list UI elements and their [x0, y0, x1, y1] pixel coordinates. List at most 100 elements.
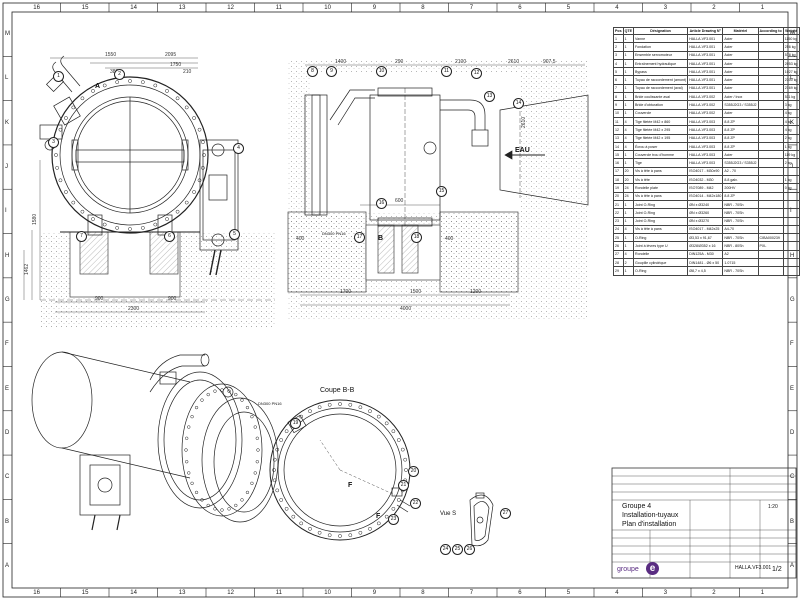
parts-cell: [757, 199, 784, 210]
parts-cell: 1: [622, 108, 635, 118]
parts-cell: [757, 125, 784, 135]
parts-cell: HALLA.VF3.002: [687, 92, 724, 102]
parts-cell: Acier: [722, 58, 759, 69]
parts-cell: HALLA.VF3.001: [687, 33, 724, 44]
parts-cell: 20: [622, 175, 635, 185]
svg-text:DN300 PN16: DN300 PN16: [258, 401, 282, 406]
parts-cell: NBR - 70Sh: [722, 216, 759, 226]
detail-view-title: Vue S: [440, 511, 456, 517]
parts-cell: [757, 116, 784, 127]
part-balloon: 18: [411, 232, 422, 243]
zone-col-label: 6: [518, 590, 522, 596]
svg-text:1700: 1700: [340, 289, 351, 295]
parts-cell: 4: [622, 141, 635, 152]
side-view-labels: 1400 290 2100 2610 907,5 2610 600 400 40…: [296, 59, 556, 312]
zone-col-label: 12: [227, 5, 234, 11]
parts-cell: 1027 kg: [782, 67, 800, 77]
zone-col-label: 6: [518, 5, 522, 11]
part-balloon: 14: [513, 98, 524, 109]
parts-cell: Couvercle: [632, 108, 689, 118]
section-bolt-circle: [272, 402, 408, 538]
zone-col-label: 2: [712, 590, 716, 596]
parts-cell: 9: [613, 100, 624, 110]
parts-cell: 4 kg: [782, 125, 800, 135]
parts-cell: 4 kg: [782, 108, 800, 118]
parts-cell: HALLA.VF3.001: [687, 67, 724, 77]
title-line-3: Plan d'installation: [622, 521, 677, 528]
parts-cell: [757, 33, 784, 44]
parts-cell: Tige filetée M42 x 860: [632, 116, 689, 127]
parts-cell: HALLA.VF3.003: [687, 133, 724, 143]
parts-cell: 15: [613, 150, 624, 160]
parts-cell: 0 kg: [782, 183, 800, 193]
parts-cell: 1: [622, 33, 635, 44]
drawing-number: HALLA.VF3.001: [735, 565, 772, 571]
parts-cell: Fondation: [632, 42, 689, 52]
parts-cell: [757, 100, 784, 110]
parts-cell: 2 kg: [782, 158, 800, 168]
parts-cell: 11: [613, 116, 624, 127]
parts-cell: 3 kg: [782, 100, 800, 110]
title-line-2: Installation-tuyaux: [622, 512, 679, 519]
parts-cell: [782, 216, 800, 226]
parts-cell: 4 kg: [782, 116, 800, 127]
parts-cell: 1: [622, 67, 635, 77]
parts-cell: [757, 58, 784, 69]
parts-cell: Entraînement hydraulique: [632, 58, 689, 69]
part-balloon: 9: [326, 66, 337, 77]
parts-cell: [757, 108, 784, 118]
zone-col-label: 3: [663, 590, 668, 596]
part-balloon: 11: [441, 66, 452, 77]
parts-cell: 1: [622, 199, 635, 210]
parts-cell: 2 kg: [782, 133, 800, 143]
parts-cell: [757, 133, 784, 143]
parts-column-header: QTE: [622, 27, 635, 35]
parts-cell: [782, 199, 800, 210]
parts-cell: 20: [613, 191, 624, 201]
zone-col-label: 9: [372, 5, 377, 11]
part-balloon: 21: [398, 480, 409, 491]
parts-cell: Tige filetée M42 x 195: [632, 133, 689, 143]
parts-cell: 13: [613, 133, 624, 143]
parts-cell: [782, 191, 800, 201]
zone-col-label: 13: [178, 5, 186, 11]
parts-cell: DIN1481 - Ø6 x 50: [687, 257, 724, 268]
zone-row-label: B: [790, 518, 795, 525]
svg-text:1750: 1750: [170, 62, 181, 68]
zone-row-label: D: [5, 429, 10, 436]
parts-cell: 23: [613, 216, 624, 226]
parts-cell: HALLA.VF3.001: [687, 42, 724, 52]
parts-cell: ØN x Ø3270: [687, 216, 724, 226]
svg-text:4000: 4000: [400, 306, 411, 312]
parts-cell: [757, 249, 784, 260]
part-balloon: 12: [471, 68, 482, 79]
parts-cell: 1: [622, 75, 635, 85]
parts-cell: 1: [622, 150, 635, 160]
title-line-1: Groupe 4: [622, 503, 652, 510]
parts-cell: 1.0715: [722, 257, 759, 268]
parts-cell: Couvercle trou d'homme: [632, 150, 689, 160]
parts-cell: [757, 158, 784, 168]
parts-cell: 8: [613, 92, 624, 102]
parts-cell: NBR - 70Sh: [722, 266, 759, 276]
svg-text:A: A: [95, 83, 100, 90]
parts-cell: Vis à tête à pans: [632, 166, 689, 177]
parts-column-header: Pos: [613, 27, 624, 35]
parts-cell: 10: [613, 108, 624, 118]
zone-col-label: 16: [33, 590, 40, 596]
parts-cell: 12: [613, 125, 624, 135]
zone-col-label: 4: [615, 5, 619, 11]
parts-cell: 20: [622, 166, 635, 177]
parts-cell: 1 kg: [782, 175, 800, 185]
parts-cell: [757, 257, 784, 268]
